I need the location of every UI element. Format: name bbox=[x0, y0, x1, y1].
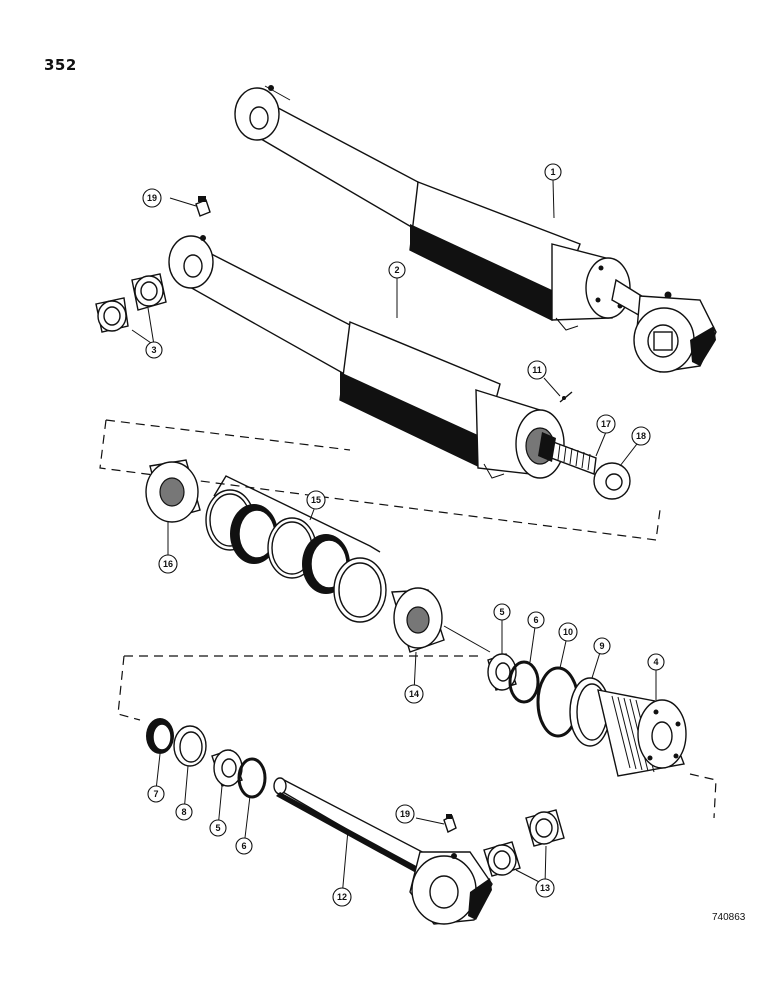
svg-text:16: 16 bbox=[163, 559, 173, 569]
cylinder-assembly-2 bbox=[168, 235, 597, 479]
svg-text:15: 15 bbox=[311, 495, 321, 505]
svg-text:2: 2 bbox=[394, 265, 399, 275]
svg-text:1: 1 bbox=[550, 167, 555, 177]
assembly-axis-line bbox=[443, 625, 491, 653]
figure-code: 740863 bbox=[712, 912, 746, 923]
page-number: 352 bbox=[44, 56, 77, 74]
dashed-group-lower bbox=[117, 655, 141, 721]
svg-text:19: 19 bbox=[400, 809, 410, 819]
cylinder-assembly-1 bbox=[234, 85, 717, 373]
callout-16: 16 bbox=[158, 554, 178, 574]
wiper-seal-7 bbox=[146, 718, 174, 754]
callout-12: 12 bbox=[332, 887, 352, 907]
svg-text:5: 5 bbox=[499, 607, 504, 617]
svg-text:10: 10 bbox=[563, 627, 573, 637]
callout-19-upper: 19 bbox=[142, 188, 162, 208]
ring-8 bbox=[173, 725, 207, 767]
svg-text:12: 12 bbox=[337, 892, 347, 902]
gland-4 bbox=[597, 689, 687, 777]
bushing-pair-3 bbox=[95, 273, 167, 333]
piston-14 bbox=[391, 587, 445, 653]
callout-9: 9 bbox=[593, 637, 611, 655]
callout-10: 10 bbox=[558, 622, 578, 642]
callout-19-lower: 19 bbox=[395, 804, 415, 824]
cotter-pin-11 bbox=[559, 391, 573, 403]
grease-fitting-upper bbox=[195, 196, 211, 217]
callout-14: 14 bbox=[404, 684, 424, 704]
svg-text:13: 13 bbox=[540, 883, 550, 893]
svg-text:6: 6 bbox=[241, 841, 246, 851]
bearing-5-lower bbox=[211, 749, 243, 787]
callout-17: 17 bbox=[596, 414, 616, 434]
callout-13: 13 bbox=[535, 878, 555, 898]
callout-6-upper: 6 bbox=[527, 611, 545, 629]
bushing-pair-13 bbox=[483, 809, 565, 877]
svg-text:8: 8 bbox=[181, 807, 186, 817]
callout-1: 1 bbox=[544, 163, 562, 181]
piston-16 bbox=[145, 459, 201, 523]
svg-text:5: 5 bbox=[215, 823, 220, 833]
callout-11: 11 bbox=[527, 360, 547, 380]
svg-text:19: 19 bbox=[147, 193, 157, 203]
svg-text:6: 6 bbox=[533, 615, 538, 625]
callout-6-lower: 6 bbox=[235, 837, 253, 855]
callout-3: 3 bbox=[145, 341, 163, 359]
o-ring-6-upper bbox=[508, 660, 540, 704]
callout-5-lower: 5 bbox=[209, 819, 227, 837]
svg-text:9: 9 bbox=[599, 641, 604, 651]
callout-2: 2 bbox=[388, 261, 406, 279]
piston-rod-12 bbox=[273, 777, 493, 925]
callout-18: 18 bbox=[631, 426, 651, 446]
svg-text:14: 14 bbox=[409, 689, 419, 699]
rod-threads bbox=[557, 443, 591, 471]
washer-18 bbox=[593, 462, 631, 500]
o-ring-6-lower bbox=[237, 757, 267, 799]
svg-text:17: 17 bbox=[601, 419, 611, 429]
callout-7: 7 bbox=[147, 785, 165, 803]
callout-4: 4 bbox=[647, 653, 665, 671]
svg-text:7: 7 bbox=[153, 789, 158, 799]
svg-text:4: 4 bbox=[653, 657, 658, 667]
grease-fitting-lower bbox=[443, 814, 457, 833]
svg-text:11: 11 bbox=[532, 365, 542, 375]
callout-15: 15 bbox=[306, 490, 326, 510]
callout-8: 8 bbox=[175, 803, 193, 821]
piston-seal-rings-15 bbox=[205, 475, 387, 623]
svg-text:18: 18 bbox=[636, 431, 646, 441]
svg-text:3: 3 bbox=[151, 345, 156, 355]
callout-5-upper: 5 bbox=[493, 603, 511, 621]
